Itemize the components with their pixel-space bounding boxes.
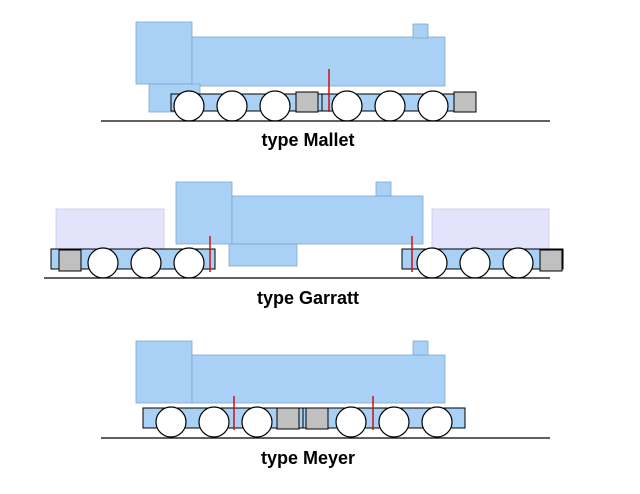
meyer-wheel (198, 406, 230, 438)
garratt-chimney (375, 181, 392, 197)
mallet-wheel (216, 90, 248, 122)
meyer-diagram: type Meyer (101, 340, 550, 468)
garratt-cylinder (58, 249, 82, 272)
garratt-boiler (231, 195, 424, 245)
meyer-caption: type Meyer (261, 448, 355, 468)
garratt-diagram: type Garratt (44, 181, 564, 308)
mallet-cab (135, 21, 193, 85)
garratt-wheel (173, 247, 205, 279)
mallet-wheel (417, 90, 449, 122)
mallet-cylinder (295, 91, 319, 113)
meyer-cab (135, 340, 193, 404)
mallet-wheel (173, 90, 205, 122)
meyer-boiler (191, 354, 446, 404)
garratt-front-tank (431, 208, 550, 250)
garratt-cylinder (539, 249, 563, 272)
meyer-wheel (241, 406, 273, 438)
mallet-wheel (374, 90, 406, 122)
meyer-wheel (421, 406, 453, 438)
mallet-cylinder (453, 91, 477, 113)
mallet-boiler (191, 36, 446, 87)
garratt-rear-tank (55, 208, 165, 250)
meyer-wheel (335, 406, 367, 438)
garratt-wheel (502, 247, 534, 279)
garratt-wheel (416, 247, 448, 279)
mallet-wheel (331, 90, 363, 122)
mallet-wheel (259, 90, 291, 122)
mallet-caption: type Mallet (261, 130, 354, 150)
garratt-wheel (87, 247, 119, 279)
meyer-chimney (412, 340, 429, 356)
garratt-wheel (459, 247, 491, 279)
garratt-caption: type Garratt (257, 288, 359, 308)
garratt-firebox (228, 243, 298, 267)
meyer-cylinder (276, 407, 300, 430)
mallet-chimney (412, 23, 429, 39)
meyer-wheel (155, 406, 187, 438)
mallet-diagram: type Mallet (101, 21, 550, 150)
garratt-wheel (130, 247, 162, 279)
garratt-cab (175, 181, 233, 245)
meyer-wheel (378, 406, 410, 438)
meyer-cylinder (305, 407, 329, 430)
